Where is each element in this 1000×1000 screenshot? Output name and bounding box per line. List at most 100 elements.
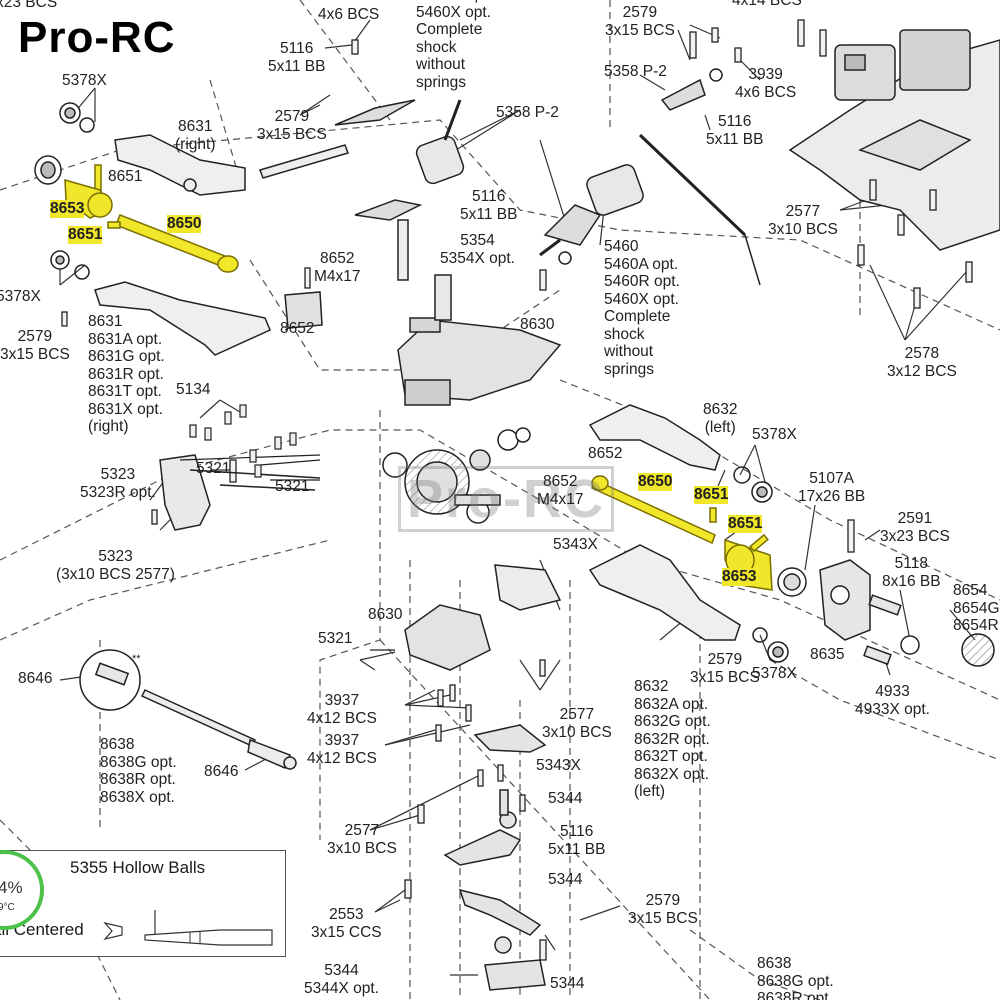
label-5323-3x10: 5323 (3x10 BCS 2577) [56, 548, 175, 583]
label-5134: 5134 [176, 381, 211, 398]
label-5321-c: 5321 [318, 630, 353, 647]
label-8635: 8635 [810, 646, 845, 663]
a-arm-8631-lower [94, 281, 271, 356]
label-2553: 2553 3x15 CCS [311, 906, 382, 941]
label-8651-d: 8651 [728, 515, 763, 533]
label-8652-b: 8652 [588, 445, 623, 462]
gauge-value: 4% [0, 878, 23, 897]
label-8632-left: 8632 (left) [703, 401, 738, 436]
label-5378x-bottom: 5378X [752, 665, 797, 682]
hub-carrier-8635 [777, 559, 995, 667]
driveshaft-8650-right [64, 164, 239, 273]
rear-bulkhead-8630 [404, 564, 562, 671]
label-5358-p2-top: 5358 P-2 [604, 63, 667, 80]
label-8646-a: 8646 [18, 670, 53, 687]
label-8630-bottom: 8630 [368, 606, 403, 623]
label-5378x-right: 5378X [752, 426, 797, 443]
label-5344-a: 5344 [548, 790, 583, 807]
label-2577-center: 2577 3x10 BCS [542, 706, 612, 741]
label-8632-options: 8632 8632A opt. 8632G opt. 8632R opt. 86… [634, 678, 711, 800]
label-5321-b: 5321 [275, 478, 310, 495]
label-8654: 8654 8654G 8654R [953, 582, 1000, 634]
label-5107a: 5107A 17x26 BB [798, 470, 866, 505]
label-3937-b: 3937 4x12 BCS [307, 732, 377, 767]
label-5118: 5118 8x16 BB [882, 555, 941, 590]
a-arm-8631-upper [114, 134, 246, 196]
label-3939: 3939 4x6 BCS [735, 66, 797, 101]
label-8651-a: 8651 [108, 168, 143, 185]
label-8652-m4x17-center: 8652 M4x17 [537, 473, 584, 508]
label-8650-b: 8650 [638, 473, 673, 491]
hinge-pins [259, 459, 395, 651]
label-8651-b: 8651 [68, 226, 103, 244]
label-5344-b: 5344 [548, 871, 583, 888]
a-arm-8632-upper [588, 404, 721, 471]
label-5116-bottom: 5116 5x11 BB [548, 823, 606, 858]
label-5358-p2-mid: 5358 P-2 [496, 104, 559, 121]
label-2579-left: 2579 3x15 BCS [257, 108, 327, 143]
label-5323: 5323 5323R opt. [80, 466, 156, 501]
label-5116-center: 5116 5x11 BB [460, 188, 518, 223]
shock-right [539, 78, 761, 286]
gauge-temp: 9°C [0, 902, 15, 913]
steering-links [443, 724, 547, 991]
label-8651-c: 8651 [694, 486, 729, 504]
label-5344-c: 5344 [550, 975, 585, 992]
tie-rod-8638 [140, 689, 297, 770]
a-arm-8632-lower [588, 544, 741, 641]
label-3937-a: 3937 4x12 BCS [307, 692, 377, 727]
label-2591: 2591 3x23 BCS [880, 510, 950, 545]
front-bulkhead-8630 [284, 274, 562, 406]
label-2577-top-right: 2577 3x10 BCS [768, 203, 838, 238]
label-2579-top: 2579 3x15 BCS [605, 4, 675, 39]
label-5116-right: 5116 5x11 BB [706, 113, 764, 148]
brand-logo: Pro-RC [18, 13, 176, 62]
label-2577-bottom: 2577 3x10 BCS [327, 822, 397, 857]
rod-end-inset [79, 649, 141, 711]
differential [382, 427, 531, 524]
label-x23-bcs: x23 BCS [0, 0, 58, 11]
label-8638-options: 8638 8638G opt. 8638R opt. 8638X opt. [100, 736, 177, 806]
label-8638-bottom: 8638 8638G opt. 8638R opt. [757, 955, 834, 1000]
label-8652-a: 8652 [280, 320, 315, 337]
label-8650-a: 8650 [167, 215, 202, 233]
label-4x6-bcs: 4x6 BCS [318, 6, 380, 23]
pins-5134 [189, 404, 297, 478]
label-5116-top: 5116 5x11 BB [268, 40, 326, 75]
inset-title: 5355 Hollow Balls [70, 858, 206, 877]
label-8646-b: 8646 [204, 763, 239, 780]
label-5354: 5354 5354X opt. [440, 232, 515, 267]
label-5344-5344x: 5344 5344X opt. [304, 962, 379, 997]
label-2579-right: 2579 3x15 BCS [690, 651, 760, 686]
label-8653-a: 8653 [50, 200, 85, 218]
screws [61, 19, 973, 961]
label-2579-left-mid: 2579 3x15 BCS [0, 328, 70, 363]
bearings-left [34, 102, 95, 280]
label-8630-top: 8630 [520, 316, 555, 333]
label-8652-m4x17-top: 8652 M4x17 [314, 250, 361, 285]
label-5378x-left: 5378X [0, 288, 41, 305]
chassis-plate [788, 29, 1000, 251]
label-2579-bottom: 2579 3x15 BCS [628, 892, 698, 927]
hollow-ball-drawing [103, 910, 273, 946]
label-8653-b: 8653 [722, 568, 757, 586]
label-8631-right: 8631 (right) [175, 118, 216, 153]
label-5321-a: 5321 [196, 460, 231, 477]
label-2578: 2578 3x12 BCS [887, 345, 957, 380]
label-4933: 4933 4933X opt. [855, 683, 930, 718]
label-5460r-shock: 5460R opt. 5460X opt. Complete shock wit… [416, 0, 492, 91]
footnote-mark: ** [132, 653, 141, 665]
label-5460-shock: 5460 5460A opt. 5460R opt. 5460X opt. Co… [604, 238, 680, 378]
bearings-right [558, 68, 789, 663]
label-5378x-upper-left: 5378X [62, 72, 107, 89]
label-8631-options: 8631 8631A opt. 8631G opt. 8631R opt. 86… [88, 313, 165, 435]
shock-left [334, 99, 465, 281]
label-5343x-b: 5343X [536, 757, 581, 774]
label-4x14-bcs: 4x14 BCS [732, 0, 802, 9]
steering-shaft [259, 144, 349, 179]
label-5343x-a: 5343X [553, 536, 598, 553]
watermark: Pro-RC [398, 466, 614, 532]
